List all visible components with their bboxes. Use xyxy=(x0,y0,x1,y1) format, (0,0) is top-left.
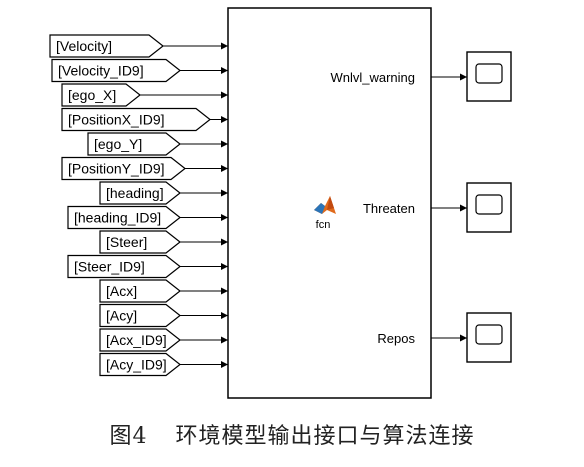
from-tag[interactable] xyxy=(99,181,181,205)
scope-screen-icon xyxy=(475,324,503,345)
caption-text: 环境模型输出接口与算法连接 xyxy=(175,424,475,449)
from-tag[interactable] xyxy=(61,83,141,107)
from-tag[interactable] xyxy=(67,205,181,230)
simulink-diagram: [Velocity]Va[Velocity_ID9]Vb[ego_X]Xa[Po… xyxy=(49,7,512,399)
output-signal: Repos xyxy=(377,312,512,363)
from-tag-label: [PositionX_ID9] xyxy=(68,112,165,128)
from-tag[interactable] xyxy=(99,230,181,254)
from-tag[interactable] xyxy=(99,303,181,328)
from-tag[interactable] xyxy=(49,34,164,58)
output-signal: Wnlvl_warning xyxy=(330,51,512,102)
figure-caption: 图4 环境模型输出接口与算法连接 xyxy=(0,418,584,450)
scope-screen-icon xyxy=(475,194,503,215)
output-port-label: Threaten xyxy=(363,201,415,216)
output-signal: Threaten xyxy=(363,182,512,233)
from-tag[interactable] xyxy=(51,58,181,83)
input-signal: [ego_X]Xa xyxy=(61,83,249,107)
from-tag-label: [Velocity] xyxy=(56,38,112,54)
scope-screen-icon xyxy=(475,63,503,84)
from-tag[interactable] xyxy=(99,352,181,377)
from-tag[interactable] xyxy=(99,328,181,352)
input-signal: [Steer]Sta xyxy=(99,230,252,254)
from-tag-label: [Acy_ID9] xyxy=(106,357,167,373)
from-tag-label: [ego_X] xyxy=(68,87,116,103)
input-signal: [Velocity_ID9]Vb xyxy=(51,58,248,83)
input-signals: [Velocity]Va[Velocity_ID9]Vb[ego_X]Xa[Po… xyxy=(49,34,262,377)
from-tag-label: [Steer_ID9] xyxy=(74,259,145,275)
from-tag-label: [heading] xyxy=(106,185,164,201)
input-signal: [PositionX_ID9]Xb xyxy=(61,107,248,132)
from-tag-label: [Acx] xyxy=(106,283,137,299)
from-tag[interactable] xyxy=(61,107,211,132)
from-tag[interactable] xyxy=(99,279,181,303)
from-tag-label: [Velocity_ID9] xyxy=(58,63,144,79)
from-tag[interactable] xyxy=(61,156,186,181)
input-signal: [Velocity]Va xyxy=(49,34,248,58)
function-label: fcn xyxy=(316,219,331,231)
input-signal: [PositionY_ID9]Yb xyxy=(61,156,248,181)
figure-number: 图4 xyxy=(109,424,148,449)
from-tag-label: [ego_Y] xyxy=(94,136,142,152)
from-tag-label: [Acy] xyxy=(106,308,137,324)
input-signal: [ego_Y]Ya xyxy=(87,132,248,156)
from-tag[interactable] xyxy=(67,254,181,279)
from-tag[interactable] xyxy=(87,132,181,156)
from-tag-label: [Acx_ID9] xyxy=(106,332,167,348)
input-signal: [Steer_ID9]Stb xyxy=(67,254,252,279)
from-tag-label: [Steer] xyxy=(106,234,147,250)
output-port-label: Repos xyxy=(377,331,415,346)
from-tag-label: [heading_ID9] xyxy=(74,210,161,226)
from-tag-label: [PositionY_ID9] xyxy=(68,161,165,177)
matlab-logo-icon xyxy=(314,196,336,214)
output-port-label: Wnlvl_warning xyxy=(330,70,415,85)
